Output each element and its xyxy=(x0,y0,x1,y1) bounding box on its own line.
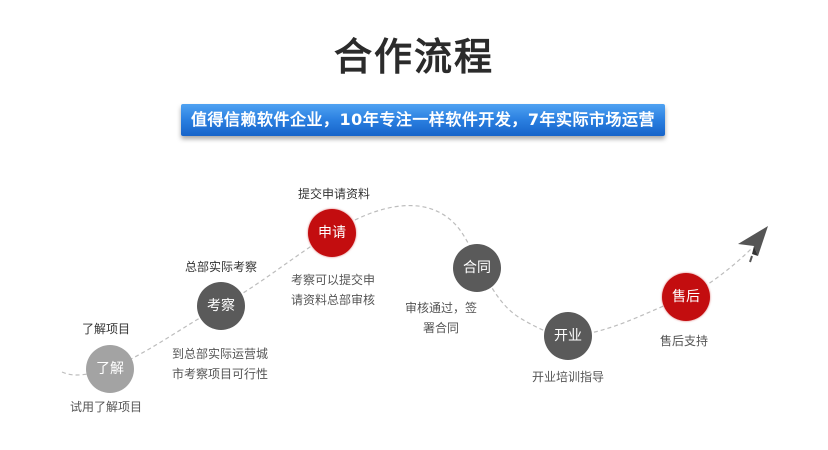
step-label-understand: 了解项目 xyxy=(82,322,131,336)
step-desc-contract: 审核通过，签 署合同 xyxy=(405,301,478,335)
slogan-banner: 值得信赖软件企业，10年专注一样软件开发，7年实际市场运营 xyxy=(181,104,665,136)
step-label-inspect: 总部实际考察 xyxy=(185,260,258,274)
step-node-understand[interactable]: 了解 xyxy=(86,345,134,393)
step-desc-apply: 考察可以提交申 请资料总部审核 xyxy=(291,273,376,307)
step-desc-understand: 试用了解项目 xyxy=(70,400,143,414)
page-title: 合作流程 xyxy=(333,35,494,79)
step-label-apply: 提交申请资料 xyxy=(298,187,371,201)
step-desc-inspect: 到总部实际运营城 市考察项目可行性 xyxy=(172,347,269,381)
step-node-opening[interactable]: 开业 xyxy=(544,312,592,360)
step-desc-after-sales: 售后支持 xyxy=(660,334,709,348)
step-node-inspect[interactable]: 考察 xyxy=(197,282,245,330)
step-node-apply[interactable]: 申请 xyxy=(308,209,356,257)
paper-plane-icon xyxy=(738,226,768,263)
step-desc-opening: 开业培训指导 xyxy=(532,370,605,384)
step-node-contract[interactable]: 合同 xyxy=(453,244,501,292)
step-node-after-sales[interactable]: 售后 xyxy=(662,273,710,321)
